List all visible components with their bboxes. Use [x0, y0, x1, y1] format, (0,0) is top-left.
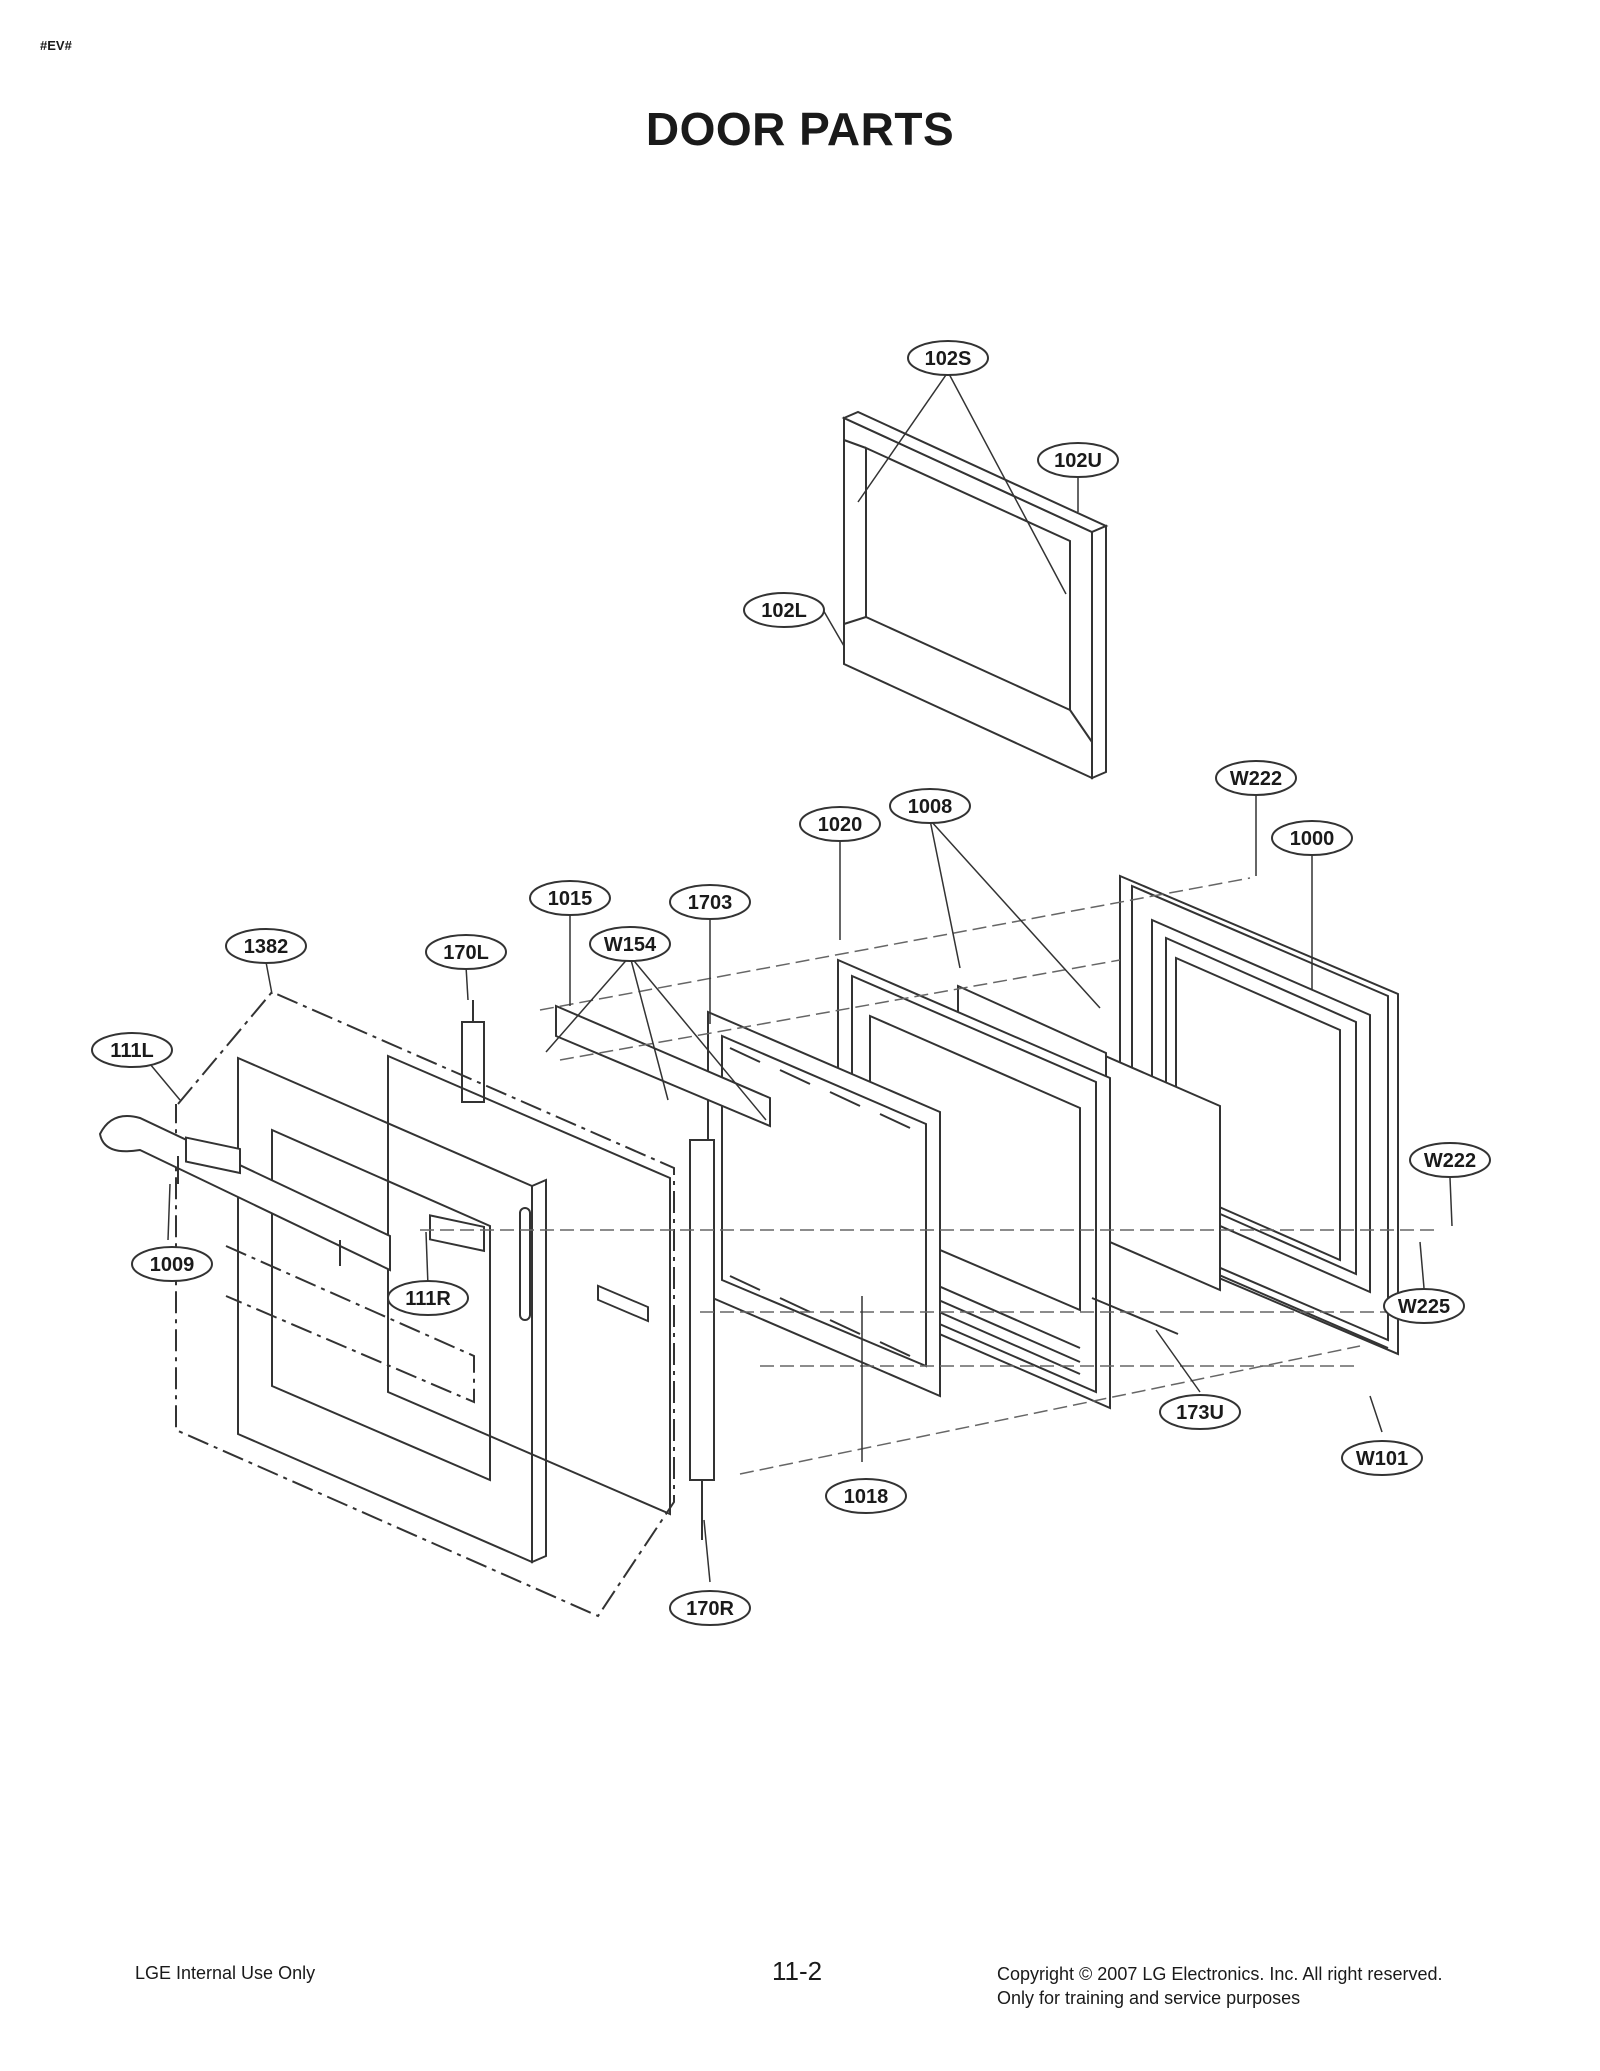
- callout-oval: [1409, 1142, 1491, 1178]
- callout-label: W222: [1230, 768, 1282, 790]
- callout-1009: 1009: [131, 1246, 213, 1282]
- document-code: #EV#: [40, 38, 72, 53]
- callout-w225: W225: [1383, 1288, 1465, 1324]
- callout-oval: [825, 1478, 907, 1514]
- callout-oval: [669, 884, 751, 920]
- callout-label: 1008: [908, 796, 953, 818]
- callout-label: 170L: [443, 942, 489, 964]
- callout-label: 170R: [686, 1598, 734, 1620]
- callout-oval: [799, 806, 881, 842]
- leader-lines: [149, 371, 1453, 1583]
- callout-111l: 111L: [91, 1032, 173, 1068]
- callout-1018: 1018: [825, 1478, 907, 1514]
- callout-oval: [1271, 820, 1353, 856]
- alignment-lines: [420, 877, 1440, 1475]
- callout-label: 1020: [818, 814, 863, 836]
- callout-oval: [889, 788, 971, 824]
- callout-1020: 1020: [799, 806, 881, 842]
- callout-oval: [907, 340, 989, 376]
- hinge-170R: [689, 1139, 715, 1540]
- callout-label: 102U: [1054, 450, 1102, 472]
- callout-170l: 170L: [425, 934, 507, 970]
- strip-173U: [1091, 1297, 1179, 1335]
- callout-oval: [1341, 1440, 1423, 1476]
- callout-oval: [669, 1590, 751, 1626]
- callout-label: 1382: [244, 936, 289, 958]
- callout-label: W154: [604, 934, 657, 956]
- page-number: 11-2: [772, 1956, 823, 1986]
- door-front-1382: [237, 1054, 671, 1564]
- callout-label: W222: [1424, 1150, 1476, 1172]
- page-title: DOOR PARTS: [645, 103, 955, 155]
- callout-oval: [91, 1032, 173, 1068]
- copyright-line-2: Only for training and service purposes: [997, 1988, 1301, 2008]
- callout-w222a: W222: [1215, 760, 1297, 796]
- callout-1015: 1015: [529, 880, 611, 916]
- callout-1008: 1008: [889, 788, 971, 824]
- callout-w222b: W222: [1409, 1142, 1491, 1178]
- callout-label: 1009: [150, 1254, 195, 1276]
- callout-oval: [529, 880, 611, 916]
- callout-102l: 102L: [743, 592, 825, 628]
- callout-102s: 102S: [907, 340, 989, 376]
- callout-label: 102S: [925, 348, 972, 370]
- trim-frame-assembly: [841, 410, 1109, 780]
- callout-label: W101: [1356, 1448, 1408, 1470]
- copyright-line-1: Copyright © 2007 LG Electronics. Inc. Al…: [997, 1964, 1443, 1984]
- callout-173u: 173U: [1159, 1394, 1241, 1430]
- callout-1000: 1000: [1271, 820, 1353, 856]
- footer-copyright: Copyright © 2007 LG Electronics. Inc. Al…: [997, 1962, 1442, 2010]
- callout-w101: W101: [1341, 1440, 1423, 1476]
- callout-oval: [1037, 442, 1119, 478]
- callout-1382: 1382: [225, 928, 307, 964]
- callout-oval: [131, 1246, 213, 1282]
- callout-oval: [589, 926, 671, 962]
- door-assembly-outline: [175, 990, 675, 1618]
- callout-w154: W154: [589, 926, 671, 962]
- callout-label: 111R: [405, 1288, 451, 1310]
- callout-label: 1018: [844, 1486, 889, 1508]
- bracket-1015: [555, 1004, 771, 1323]
- callout-label: 1015: [548, 888, 593, 910]
- bracket-111R: [429, 1214, 485, 1253]
- callout-102u: 102U: [1037, 442, 1119, 478]
- callout-label: W225: [1398, 1296, 1450, 1318]
- footer-internal-use: LGE Internal Use Only: [135, 1963, 316, 1983]
- callout-label: 102L: [761, 600, 807, 622]
- callout-oval: [1215, 760, 1297, 796]
- hinge-170L: [461, 1000, 485, 1103]
- callout-label: 173U: [1176, 1402, 1224, 1424]
- callout-label: 1000: [1290, 828, 1335, 850]
- callout-label: 1703: [688, 892, 733, 914]
- callout-170r: 170R: [669, 1590, 751, 1626]
- bracket-111L: [185, 1136, 241, 1175]
- callout-oval: [1383, 1288, 1465, 1324]
- handle-1009: [98, 1115, 391, 1272]
- callout-oval: [743, 592, 825, 628]
- callout-1703: 1703: [669, 884, 751, 920]
- callout-oval: [225, 928, 307, 964]
- callout-oval: [1159, 1394, 1241, 1430]
- callout-111r: 111R: [387, 1280, 469, 1316]
- callout-oval: [387, 1280, 469, 1316]
- callout-oval: [425, 934, 507, 970]
- callout-label: 111L: [110, 1040, 153, 1062]
